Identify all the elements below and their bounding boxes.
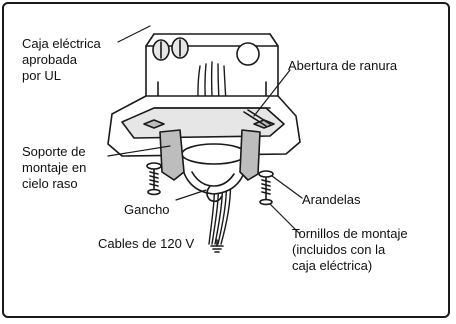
washers — [146, 162, 274, 178]
label-gancho: Gancho — [124, 202, 170, 217]
leader-tornillos — [269, 203, 301, 235]
label-tornillos-de-montaje: Tornillos de montaje (incluidos con la c… — [292, 226, 408, 273]
knockout-right-icon — [236, 42, 260, 66]
screw-right-icon — [259, 177, 273, 206]
leader-soporte — [107, 145, 171, 157]
bracket-arms — [159, 129, 261, 181]
hook-assembly — [180, 143, 248, 203]
label-caja-electrica: Caja eléctrica aprobada por UL — [22, 36, 101, 83]
mounting-screws — [147, 169, 273, 206]
hook-icon — [206, 185, 223, 203]
label-cables-120v: Cables de 120 V — [98, 236, 195, 251]
leader-arandelas — [271, 175, 303, 199]
leader-lines — [107, 25, 303, 235]
washer-right-icon — [258, 170, 274, 178]
ceiling-fan-mounting-diagram — [107, 25, 303, 253]
leader-abertura — [253, 69, 291, 117]
leader-gancho — [175, 189, 207, 201]
label-abertura-de-ranura: Abertura de ranura — [288, 58, 398, 73]
screw-left-icon — [147, 169, 161, 196]
label-arandelas: Arandelas — [302, 192, 361, 207]
label-soporte-de-montaje: Soporte de montaje en cielo raso — [22, 144, 87, 191]
ground-icon — [210, 239, 224, 253]
washer-left-icon — [146, 162, 162, 170]
diagram-frame: Caja eléctrica aprobada por UL Abertura … — [2, 2, 450, 318]
leader-caja — [117, 25, 151, 43]
